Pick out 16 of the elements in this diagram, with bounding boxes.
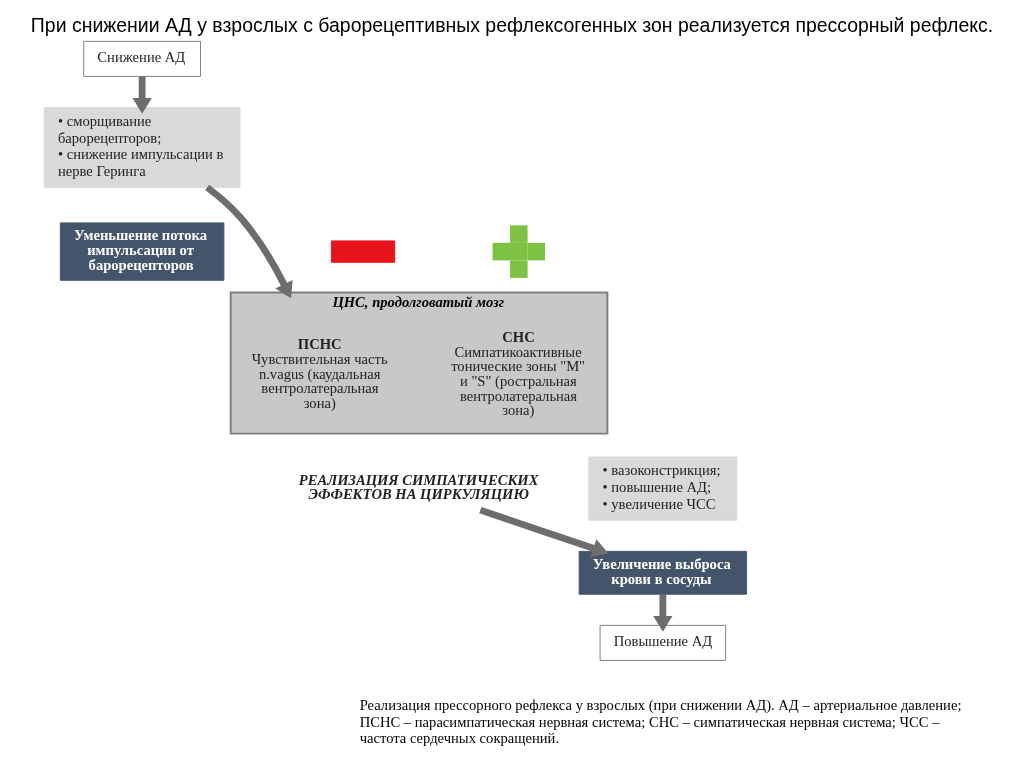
node-box: Повышение АД <box>599 624 727 661</box>
arrow <box>479 506 609 558</box>
node-text: СНС Симпатикоактивные тонические зоны "M" и "S" (ростральная вентролатеральная зона) <box>451 329 586 419</box>
node-text: РЕАЛИЗАЦИЯ СИМПАТИЧЕСКИХ ЭФФЕКТОВ НА ЦИРКУЛЯЦИЮ <box>298 471 539 503</box>
node-box: • сморщивание барорецепторов; • снижение импульсации в нерве Геринга <box>43 107 241 188</box>
caption: Реализация прессорного рефлекса у взрослых (при снижении АД). АД – артериальное давление; ПСНС – парасимпатическая нервная система; СНС – симпатическая нервная система; ЧСС – частота сердечных сокращений. <box>359 697 962 747</box>
node-box: Увеличение выброса крови в сосуды <box>578 550 748 595</box>
node-box: Уменьшение потока импульсации от барорецепторов <box>59 222 225 281</box>
node-text: ПСНС Чувствительная часть n.vagus (каудальная вентролатеральная зона) <box>251 336 388 411</box>
node-bar <box>330 240 396 263</box>
diagram-title: При снижении АД у взрослых с барорецептивных рефлексогенных зон реализуется прессорный рефлекс. <box>30 13 994 36</box>
arrow <box>205 184 293 299</box>
node-box: • вазоконстрикция; • повышение АД; • увеличение ЧСС <box>588 456 738 521</box>
arrow <box>132 76 152 114</box>
node-box: Снижение АД <box>83 40 201 77</box>
arrow <box>653 594 673 632</box>
